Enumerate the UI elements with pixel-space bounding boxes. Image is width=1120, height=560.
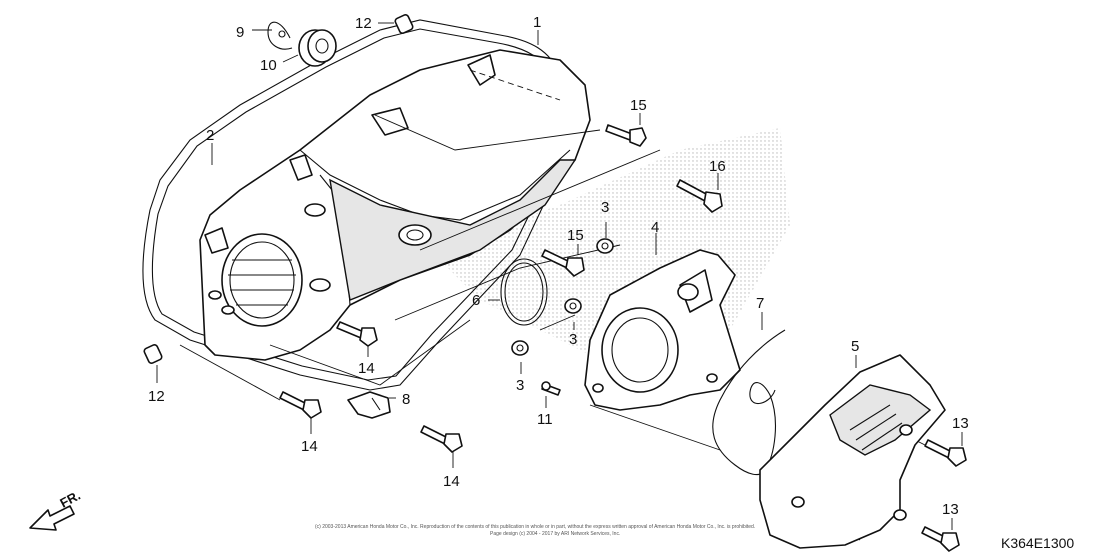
part-15-bolt-mid[interactable] <box>541 249 585 277</box>
part-13-bolt-b[interactable] <box>921 526 960 552</box>
copyright-line-1: (c) 2003-2013 American Honda Motor Co., … <box>315 524 755 530</box>
callout-12-top: 12 <box>355 15 372 32</box>
part-8-clamp[interactable] <box>347 391 391 419</box>
callout-11: 11 <box>537 411 553 428</box>
part-3-grommet-c[interactable] <box>511 340 529 356</box>
part-5-outer-cover[interactable] <box>759 354 946 549</box>
callout-3-a: 3 <box>601 199 609 216</box>
part-6-o-ring[interactable] <box>500 258 548 326</box>
part-10-bearing[interactable] <box>298 29 337 67</box>
callout-2: 2 <box>206 127 214 144</box>
callout-12-bottom: 12 <box>148 388 165 405</box>
callout-15-top: 15 <box>630 97 647 114</box>
part-4-air-guide[interactable] <box>584 249 741 411</box>
part-9-circlip[interactable] <box>267 21 293 50</box>
part-15-bolt-top[interactable] <box>605 124 647 147</box>
callout-16: 16 <box>709 158 726 175</box>
callout-4: 4 <box>651 219 659 236</box>
callout-10: 10 <box>260 57 277 74</box>
part-13-bolt-a[interactable] <box>924 439 967 467</box>
part-3-grommet-a[interactable] <box>596 238 614 254</box>
part-11-screw[interactable] <box>541 381 561 396</box>
callout-14-b: 14 <box>301 438 318 455</box>
diagram-code: K364E1300 <box>1001 535 1074 551</box>
front-direction-label: FR. <box>57 488 83 511</box>
part-14-bolt-a[interactable] <box>336 321 378 347</box>
part-16-bolt[interactable] <box>676 179 723 213</box>
callout-14-c: 14 <box>443 473 460 490</box>
part-14-bolt-b[interactable] <box>279 391 322 419</box>
front-direction-arrow: FR. <box>29 488 83 531</box>
callout-7: 7 <box>756 295 764 312</box>
callout-15-mid: 15 <box>567 227 584 244</box>
part-12-dowel-pin-top[interactable] <box>394 13 414 35</box>
part-7-wire-spring[interactable] <box>712 329 786 476</box>
callout-5: 5 <box>851 338 859 355</box>
callout-8: 8 <box>402 391 410 408</box>
callout-6: 6 <box>472 292 480 309</box>
callout-3-b: 3 <box>569 331 577 348</box>
callout-13-a: 13 <box>952 415 969 432</box>
callout-14-a: 14 <box>358 360 375 377</box>
callout-3-c: 3 <box>516 377 524 394</box>
part-3-grommet-b[interactable] <box>564 298 582 314</box>
part-12-dowel-pin-bottom[interactable] <box>143 343 163 365</box>
callout-13-b: 13 <box>942 501 959 518</box>
part-1-crankcase-cover[interactable] <box>199 49 591 361</box>
callout-9: 9 <box>236 24 244 41</box>
copyright-line-2: Page design (c) 2004 - 2017 by ARI Netwo… <box>490 531 620 537</box>
part-14-bolt-c[interactable] <box>420 425 463 453</box>
callout-1: 1 <box>533 14 541 31</box>
